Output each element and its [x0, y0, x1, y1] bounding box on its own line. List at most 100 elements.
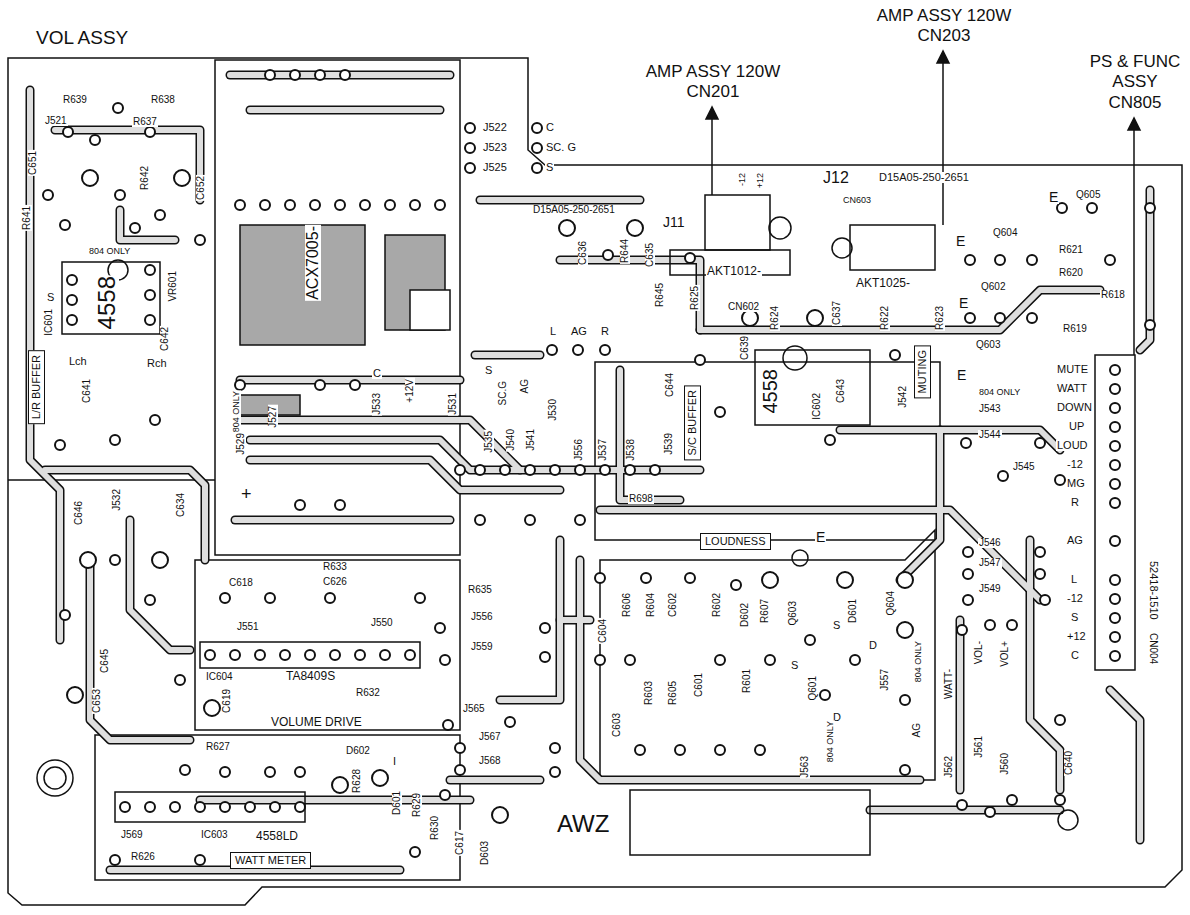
component-label: D603: [480, 840, 490, 866]
component-label: AG: [1066, 535, 1084, 546]
solder-pads-part: [963, 595, 973, 605]
component-label: CN603: [842, 196, 872, 205]
component-label: IC603: [200, 830, 229, 840]
solder-pads-part: [525, 465, 535, 475]
solder-pads-part: [559, 220, 575, 236]
component-label: E: [815, 530, 826, 544]
ic-outlines-part: [62, 262, 160, 334]
component-label: R618: [1100, 290, 1126, 300]
solder-pads-part: [145, 265, 155, 275]
solder-pads-part: [1110, 651, 1120, 661]
solder-pads-part: [837, 572, 853, 588]
component-label: R: [1070, 497, 1080, 508]
solder-pads-part: [1035, 569, 1045, 579]
solder-pads-part: [600, 345, 610, 355]
solder-pads-part: [1027, 313, 1037, 323]
component-label: C639: [740, 335, 750, 361]
solder-pads-part: [685, 253, 695, 263]
ic-outlines-part: [705, 195, 770, 250]
block-title: WATT METER: [235, 854, 306, 866]
component-label: R604: [646, 592, 656, 618]
solder-pads-part: [435, 200, 445, 210]
component-label: MUTE: [1056, 364, 1089, 375]
solder-pads-part: [550, 465, 560, 475]
solder-pads-part: [195, 235, 205, 245]
component-label: 804 ONLY: [232, 390, 241, 433]
component-label: AKT1025-: [855, 277, 911, 289]
solder-pads-part: [573, 345, 583, 355]
solder-pads-part: [120, 802, 130, 812]
solder-pads-part: [130, 223, 140, 233]
solder-pads-part: [715, 655, 725, 665]
component-label: C653: [92, 688, 102, 714]
solder-pads-part: [1110, 594, 1120, 604]
component-label: J562: [944, 755, 954, 779]
solder-pads-part: [180, 765, 190, 775]
component-label: R626: [130, 852, 156, 862]
solder-pads-part: [67, 687, 83, 703]
solder-pads-part: [145, 595, 155, 605]
solder-pads-part: [220, 767, 230, 777]
component-label: L: [549, 326, 557, 337]
solder-pads-part: [635, 745, 645, 755]
solder-pads-part: [195, 855, 205, 865]
solder-pads-part: [1035, 547, 1045, 557]
mounting-holes-part: [769, 217, 791, 239]
component-label: D602: [345, 746, 371, 756]
solder-pads-part: [532, 163, 542, 173]
component-label: C601: [694, 672, 704, 698]
solder-pads-part: [1110, 479, 1120, 489]
solder-pads-part: [80, 552, 96, 568]
component-label: C642: [160, 326, 170, 352]
solder-pads-part: [1057, 203, 1067, 213]
solder-pads-part: [285, 200, 295, 210]
component-label: J545: [1012, 462, 1036, 472]
solder-pads-part: [410, 847, 420, 857]
component-label: R621: [1058, 245, 1084, 255]
component-label: J521: [44, 116, 68, 126]
solder-pads-part: [1007, 795, 1017, 805]
component-label: DOWN: [1056, 402, 1093, 413]
component-label: J563: [800, 755, 810, 779]
solder-pads-part: [325, 593, 335, 603]
component-label: +: [240, 485, 253, 503]
component-label: R637: [132, 117, 158, 127]
solder-pads-part: [505, 717, 515, 727]
component-label: S: [46, 292, 55, 303]
component-label: J539: [664, 432, 674, 456]
component-label: S: [832, 620, 841, 631]
solder-pads-part: [110, 555, 120, 565]
component-label: J530: [548, 398, 558, 422]
solder-pads-part: [265, 70, 275, 80]
solder-pads-part: [170, 802, 180, 812]
component-label: J522: [482, 122, 508, 133]
solder-pads-part: [985, 807, 995, 817]
block-title: L/R BUFFER: [30, 355, 42, 419]
solder-pads-part: [440, 790, 450, 800]
solder-pads-part: [60, 220, 70, 230]
heatsink-areas: [240, 225, 450, 415]
solder-pads-part: [627, 220, 643, 236]
component-label: S: [545, 162, 554, 173]
solder-pads-part: [532, 143, 542, 153]
solder-pads-part: [500, 465, 510, 475]
component-label: TA8409S: [285, 670, 336, 682]
component-label: 804 ONLY: [88, 247, 131, 256]
solder-pads-part: [67, 275, 77, 285]
component-label: J559: [470, 642, 494, 652]
block-title: LOUDNESS: [705, 535, 766, 547]
component-label: R603: [644, 680, 654, 706]
solder-pads-part: [385, 200, 395, 210]
solder-pads-part: [332, 777, 348, 793]
component-label: R624: [770, 305, 780, 331]
ic-outlines-part: [630, 790, 870, 855]
solder-pads-part: [1055, 475, 1065, 485]
component-label: R635: [467, 585, 493, 595]
component-label: J565: [462, 704, 486, 714]
copper-traces-part: [30, 75, 1150, 870]
component-label: C640: [1064, 750, 1074, 776]
component-label: C634: [176, 492, 186, 518]
mounting-holes-part: [792, 550, 808, 566]
board-sections-part: [195, 560, 460, 730]
